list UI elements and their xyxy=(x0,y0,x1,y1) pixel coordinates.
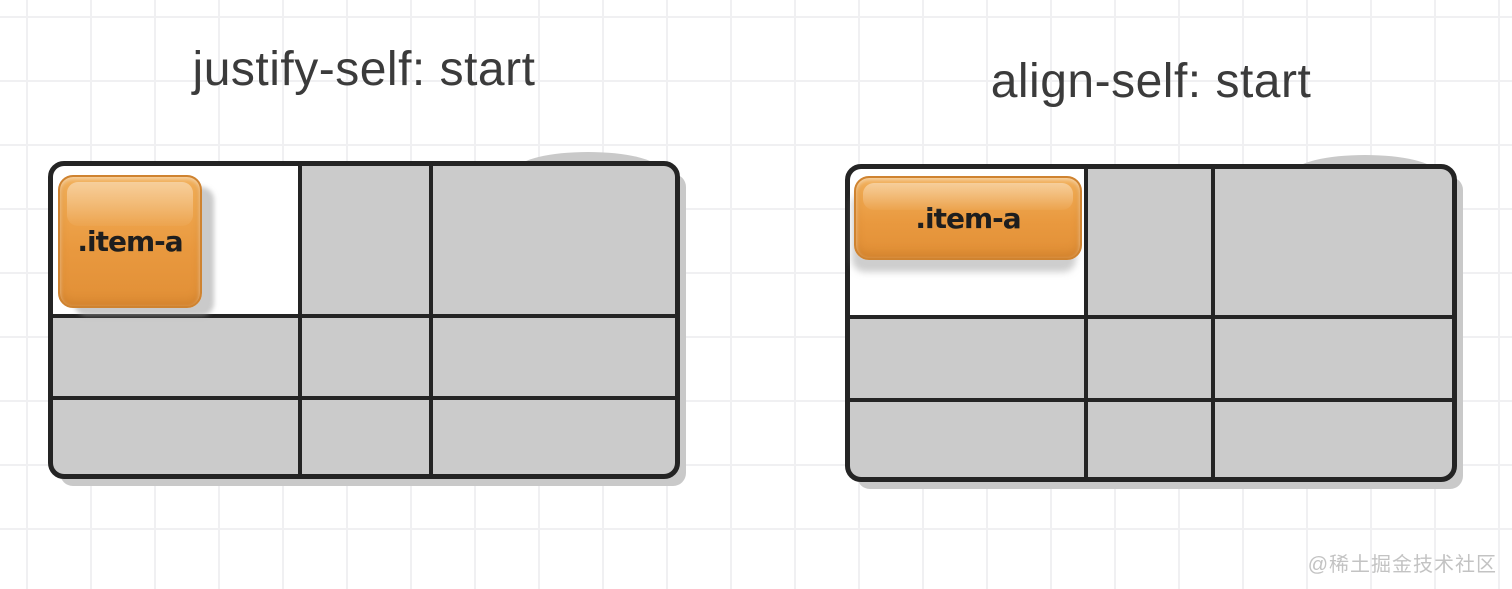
grid-cell xyxy=(433,166,675,315)
grid-item-a: .item-a xyxy=(854,176,1082,260)
grid-cell xyxy=(1215,169,1452,316)
grid-cell xyxy=(1215,319,1452,399)
grid-item-a: .item-a xyxy=(58,175,202,308)
grid-cell xyxy=(850,402,1084,477)
grid-cell xyxy=(850,319,1084,399)
grid-cell xyxy=(433,400,675,474)
watermark: @稀土掘金技术社区 xyxy=(1307,554,1497,576)
grid-cell xyxy=(1215,402,1452,477)
panel-title-justify-self: justify-self: start xyxy=(192,43,536,96)
grid-item-a-label: .item-a xyxy=(77,225,183,258)
grid-cell xyxy=(433,318,675,397)
grid-container: .item-a xyxy=(48,161,680,479)
grid-cell xyxy=(1087,402,1212,477)
grid-cell xyxy=(301,318,430,397)
grid-cell xyxy=(53,318,298,397)
grid-container: .item-a xyxy=(845,164,1457,482)
grid-cell xyxy=(1087,169,1212,316)
panel-title-align-self: align-self: start xyxy=(990,55,1312,108)
grid-cell xyxy=(1087,319,1212,399)
grid-cell xyxy=(301,400,430,474)
grid-cell xyxy=(53,400,298,474)
grid-cell xyxy=(301,166,430,315)
grid-panel-align-self: .item-a xyxy=(845,155,1457,482)
grid-item-a-label: .item-a xyxy=(915,201,1021,235)
grid-panel-justify-self: .item-a xyxy=(48,152,680,479)
